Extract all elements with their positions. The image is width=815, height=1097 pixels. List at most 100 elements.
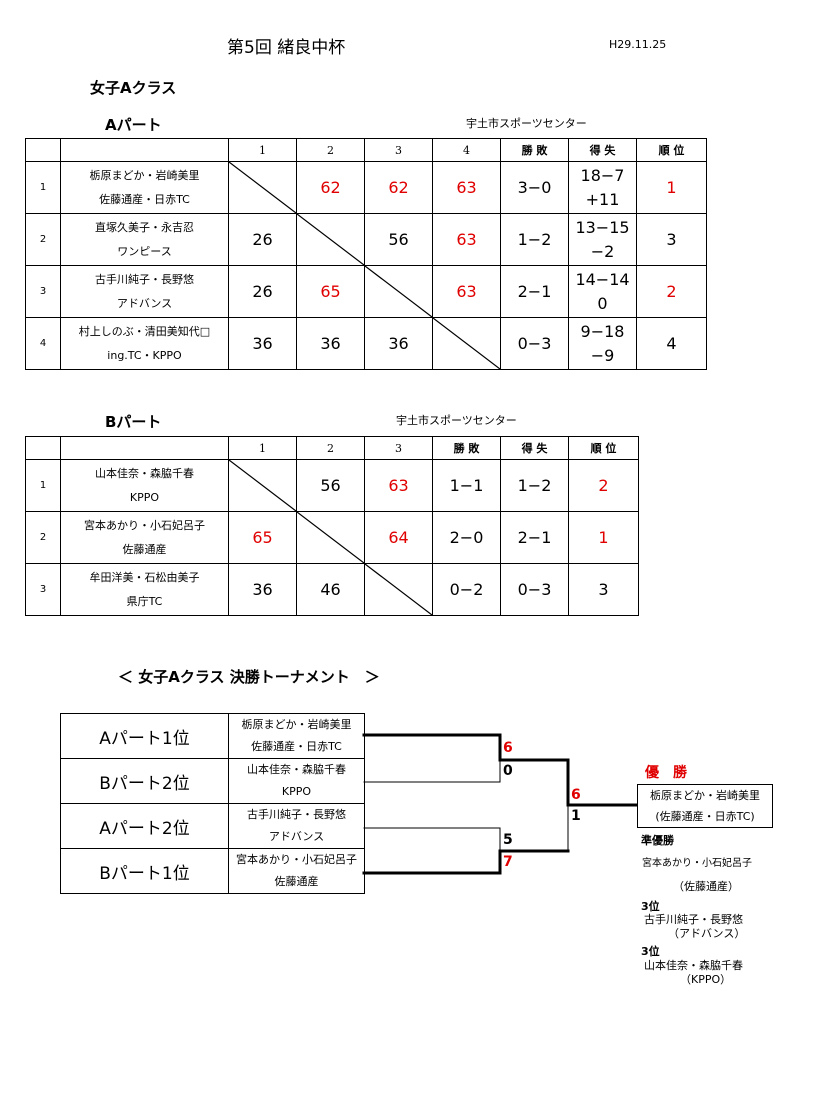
col-header: 2 bbox=[296, 138, 365, 162]
player-cell: 直塚久美子・永吉忍ワンピース bbox=[60, 213, 229, 266]
score-cell: 46 bbox=[296, 563, 365, 616]
player-cell: 山本佳奈・森脇千春 KPPO bbox=[60, 459, 229, 512]
player-team: KPPO bbox=[281, 785, 312, 798]
player-names: 山本佳奈・森脇千春 bbox=[95, 466, 194, 480]
tournament-title: ＜ 女子Aクラス 決勝トーナメント ＞ bbox=[118, 668, 380, 686]
tournament-entry: Aパート1位 栃原まどか・岩崎美里佐藤通産・日赤TC bbox=[60, 713, 365, 759]
score-cell: 56 bbox=[364, 213, 433, 266]
col-header: 3 bbox=[364, 138, 433, 162]
points-diff: −9 bbox=[590, 345, 615, 365]
score-cell: 63 bbox=[432, 265, 501, 318]
points-ratio: 13−15 bbox=[575, 217, 630, 237]
col-header-rank: 順 位 bbox=[636, 138, 707, 162]
score-cell: 62 bbox=[364, 161, 433, 214]
runner-up-team: （佐藤通産） bbox=[673, 880, 739, 893]
header-blank bbox=[25, 138, 61, 162]
part-a-title: Aパート bbox=[105, 116, 162, 134]
points-cell: 0−3 bbox=[500, 563, 569, 616]
table-row: 3 牟田洋美・石松由美子県庁TC 36 46 0−2 0−3 3 bbox=[25, 563, 639, 616]
points-cell: 13−15 −2 bbox=[568, 213, 637, 266]
third-place-names: 古手川純子・長野悠 bbox=[644, 913, 743, 926]
score-cell: 65 bbox=[228, 511, 297, 564]
player-names: 栃原まどか・岩崎美里 bbox=[241, 718, 352, 731]
tournament-table: Aパート1位 栃原まどか・岩崎美里佐藤通産・日赤TC Bパート2位 山本佳奈・森… bbox=[60, 713, 365, 894]
sf1-bottom-score: 0 bbox=[503, 763, 513, 779]
win-loss-cell: 0−2 bbox=[432, 563, 501, 616]
champion-label: 優 勝 bbox=[645, 765, 687, 781]
page-title: 第5回 緒良中杯 bbox=[227, 38, 346, 58]
points-cell: 9−18 −9 bbox=[568, 317, 637, 370]
rank-cell: 4 bbox=[636, 317, 707, 370]
third-place-team: （アドバンス） bbox=[668, 927, 746, 940]
score-cell: 36 bbox=[296, 317, 365, 370]
player-names: 直塚久美子・永吉忍 bbox=[95, 220, 194, 234]
col-header: 2 bbox=[296, 436, 365, 460]
rank-cell: 1 bbox=[636, 161, 707, 214]
player-team: 県庁TC bbox=[126, 594, 163, 608]
player-team: アドバンス bbox=[268, 830, 325, 843]
seed-label: Aパート2位 bbox=[60, 803, 229, 849]
points-diff: −2 bbox=[590, 241, 615, 261]
player-names: 村上しのぶ・清田美知代□ bbox=[78, 324, 211, 338]
win-loss-cell: 1−2 bbox=[500, 213, 569, 266]
row-number: 3 bbox=[25, 563, 61, 616]
points-diff: +11 bbox=[585, 189, 620, 209]
third-place-names: 山本佳奈・森脇千春 bbox=[644, 959, 743, 972]
points-cell: 18−7+11 bbox=[568, 161, 637, 214]
player-names: 古手川純子・長野悠 bbox=[95, 272, 194, 286]
score-cell: 62 bbox=[296, 161, 365, 214]
player-names: 牟田洋美・石松由美子 bbox=[89, 570, 200, 584]
player-team: ing.TC・KPPO bbox=[107, 348, 182, 362]
player-cell: 村上しのぶ・清田美知代□ ing.TC・KPPO bbox=[60, 317, 229, 370]
seed-label: Bパート2位 bbox=[60, 758, 229, 804]
col-header-points: 得 失 bbox=[568, 138, 637, 162]
player-cell: 宮本あかり・小石妃呂子佐藤通産 bbox=[60, 511, 229, 564]
col-header: 4 bbox=[432, 138, 501, 162]
player-names: 古手川純子・長野悠 bbox=[247, 808, 346, 821]
part-a-table: 1 2 3 4 勝 敗 得 失 順 位 1 栃原まどか・岩崎美里佐藤通産・日赤T… bbox=[25, 138, 707, 370]
diagonal-cell bbox=[296, 213, 365, 266]
player-cell: 古手川純子・長野悠アドバンス bbox=[60, 265, 229, 318]
final-top-score: 6 bbox=[571, 787, 581, 803]
win-loss-cell: 2−1 bbox=[500, 265, 569, 318]
player-team: KPPO bbox=[129, 490, 160, 504]
player-team: 佐藤通産・日赤TC bbox=[99, 192, 190, 206]
player-team: 佐藤通産 bbox=[122, 542, 167, 556]
runner-up-label: 準優勝 bbox=[641, 834, 674, 847]
tournament-entry: Aパート2位 古手川純子・長野悠アドバンス bbox=[60, 803, 365, 849]
part-b-venue: 宇土市スポーツセンター bbox=[396, 414, 517, 427]
rank-cell: 2 bbox=[636, 265, 707, 318]
win-loss-cell: 3−0 bbox=[500, 161, 569, 214]
third-place-label: 3位 bbox=[641, 945, 660, 958]
seed-players: 古手川純子・長野悠アドバンス bbox=[228, 803, 365, 849]
part-a-venue: 宇土市スポーツセンター bbox=[466, 117, 587, 130]
col-header-win: 勝 敗 bbox=[432, 436, 501, 460]
rank-cell: 3 bbox=[636, 213, 707, 266]
player-names: 栃原まどか・岩崎美里 bbox=[89, 168, 200, 182]
third-place-label: 3位 bbox=[641, 900, 660, 913]
seed-label: Bパート1位 bbox=[60, 848, 229, 894]
points-cell: 1−2 bbox=[500, 459, 569, 512]
player-names: 宮本あかり・小石妃呂子 bbox=[236, 853, 357, 866]
diagonal-cell bbox=[364, 265, 433, 318]
player-cell: 栃原まどか・岩崎美里佐藤通産・日赤TC bbox=[60, 161, 229, 214]
diagonal-cell bbox=[228, 459, 297, 512]
win-loss-cell: 0−3 bbox=[500, 317, 569, 370]
seed-label: Aパート1位 bbox=[60, 713, 229, 759]
points-ratio: 9−18 bbox=[580, 321, 625, 341]
table-row: 4 村上しのぶ・清田美知代□ing.TC・KPPO 36 36 36 0−3 9… bbox=[25, 317, 707, 370]
score-cell: 64 bbox=[364, 511, 433, 564]
sf2-top-score: 5 bbox=[503, 832, 513, 848]
player-team: アドバンス bbox=[116, 296, 173, 310]
table-row: 2 直塚久美子・永吉忍ワンピース 26 56 63 1−2 13−15−2 3 bbox=[25, 213, 707, 266]
champion-team: (佐藤通産・日赤TC) bbox=[655, 810, 755, 823]
third-place-team: （KPPO） bbox=[680, 973, 732, 986]
rank-cell: 3 bbox=[568, 563, 639, 616]
player-names: 宮本あかり・小石妃呂子 bbox=[84, 518, 205, 532]
sf1-top-score: 6 bbox=[503, 740, 513, 756]
